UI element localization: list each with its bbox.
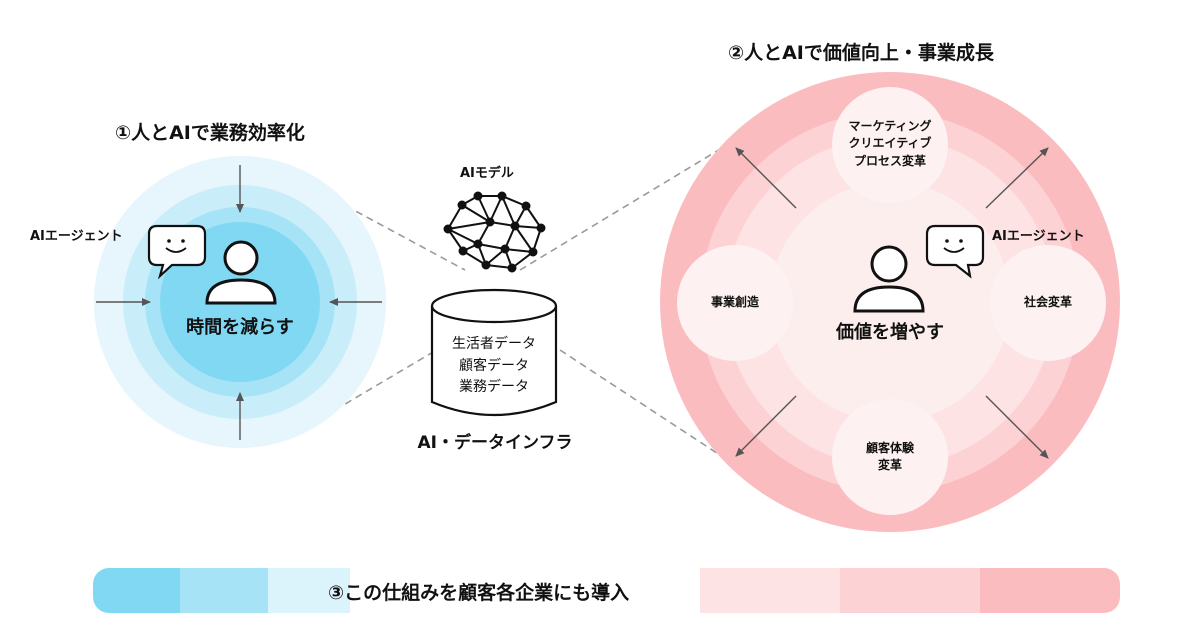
right-sub-bubbles bbox=[677, 87, 1106, 515]
db-line-business: 業務データ bbox=[459, 379, 529, 396]
bubble-customer-experience: 顧客体験 変革 bbox=[845, 440, 935, 475]
right-arrows bbox=[735, 147, 1049, 459]
ai-model-label: AIモデル bbox=[460, 166, 514, 181]
right-person-icon bbox=[853, 245, 925, 313]
bubble-marketing: マーケティング クリエイティブ プロセス変革 bbox=[832, 118, 948, 170]
left-agent-label: AIエージェント bbox=[30, 229, 123, 244]
infra-label: AI・データインフラ bbox=[417, 433, 573, 453]
db-line-client: 顧客データ bbox=[459, 357, 529, 374]
left-center-label: 時間を減らす bbox=[186, 317, 294, 338]
right-speech-bubble-icon bbox=[925, 224, 985, 279]
right-agent-label: AIエージェント bbox=[992, 229, 1085, 244]
bubble-business-creation: 事業創造 bbox=[710, 295, 759, 309]
left-title: ①人とAIで業務効率化 bbox=[115, 122, 305, 144]
bubble-marketing-line3: プロセス変革 bbox=[853, 153, 926, 168]
bubble-marketing-line2: クリエイティブ bbox=[848, 136, 932, 151]
left-arrows bbox=[96, 165, 382, 440]
left-speech-bubble-icon bbox=[147, 224, 207, 280]
bubble-cx-line2: 変革 bbox=[877, 458, 902, 473]
right-title: ②人とAIで価値向上・事業成長 bbox=[728, 42, 994, 64]
database-text: 生活者データ 顧客データ 業務データ bbox=[434, 334, 554, 399]
right-center-label: 価値を増やす bbox=[836, 322, 944, 343]
bubble-cx-line1: 顧客体験 bbox=[865, 441, 914, 455]
bubble-marketing-line1: マーケティング bbox=[848, 119, 932, 133]
database-icon bbox=[430, 288, 558, 417]
db-line-consumer: 生活者データ bbox=[452, 336, 536, 352]
left-person-icon bbox=[205, 240, 277, 305]
bubble-social-change: 社会変革 bbox=[1023, 295, 1072, 309]
bottom-bar-label: ③この仕組みを顧客各企業にも導入 bbox=[328, 582, 630, 604]
bottom-bar bbox=[93, 568, 1120, 613]
ai-model-network-icon bbox=[443, 191, 546, 273]
